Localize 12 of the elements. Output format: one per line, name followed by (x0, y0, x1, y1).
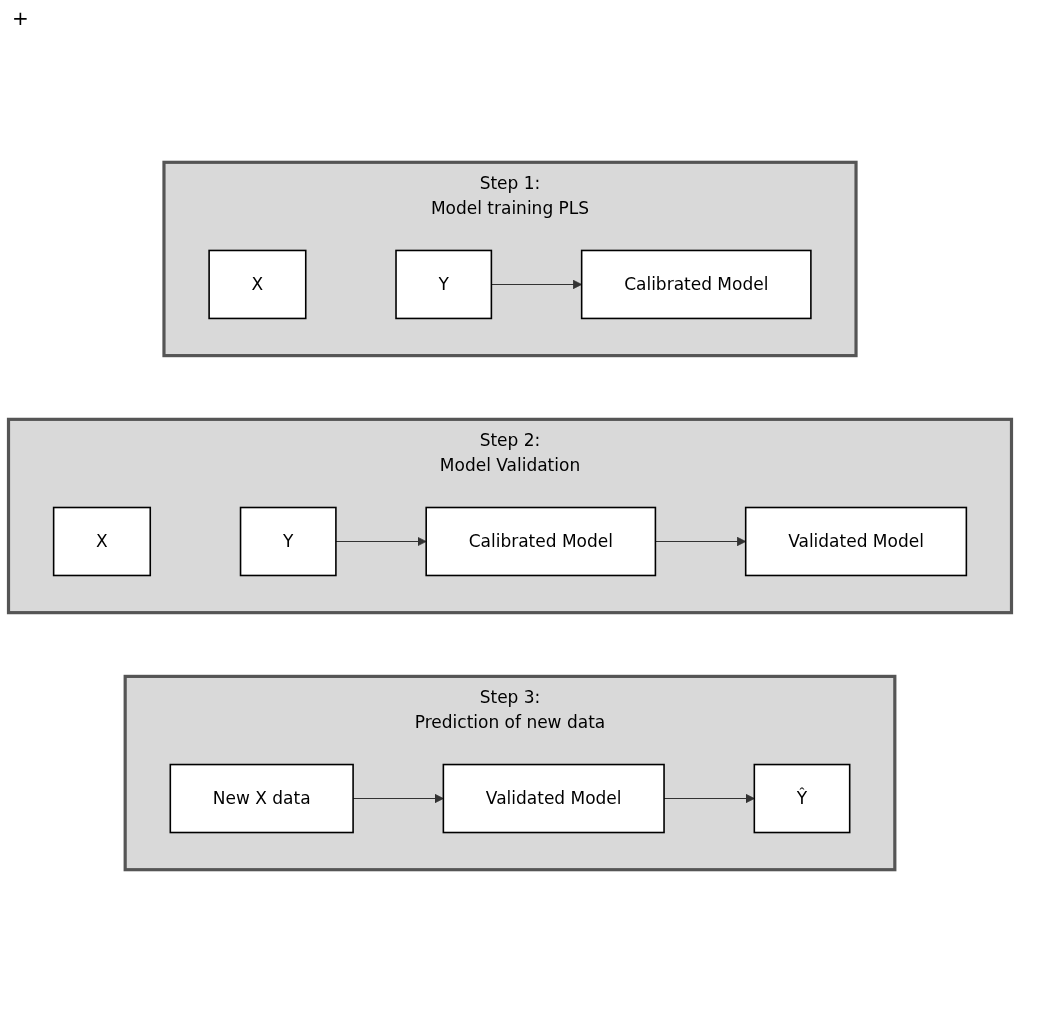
node-box: X (52, 506, 152, 577)
node-box: Validated Model (442, 763, 665, 834)
node-box: Calibrated Model (580, 249, 812, 320)
node-box: New X data (169, 763, 354, 834)
node-box: Validated Model (744, 506, 968, 577)
node-box: Calibrated Model (425, 506, 657, 577)
arrow (335, 536, 427, 547)
plus-sign: + (12, 6, 29, 30)
node-box: Y (239, 506, 337, 577)
node-box: Y (395, 249, 493, 320)
node-box: Ŷ (753, 763, 851, 834)
node-box: X (208, 249, 307, 320)
